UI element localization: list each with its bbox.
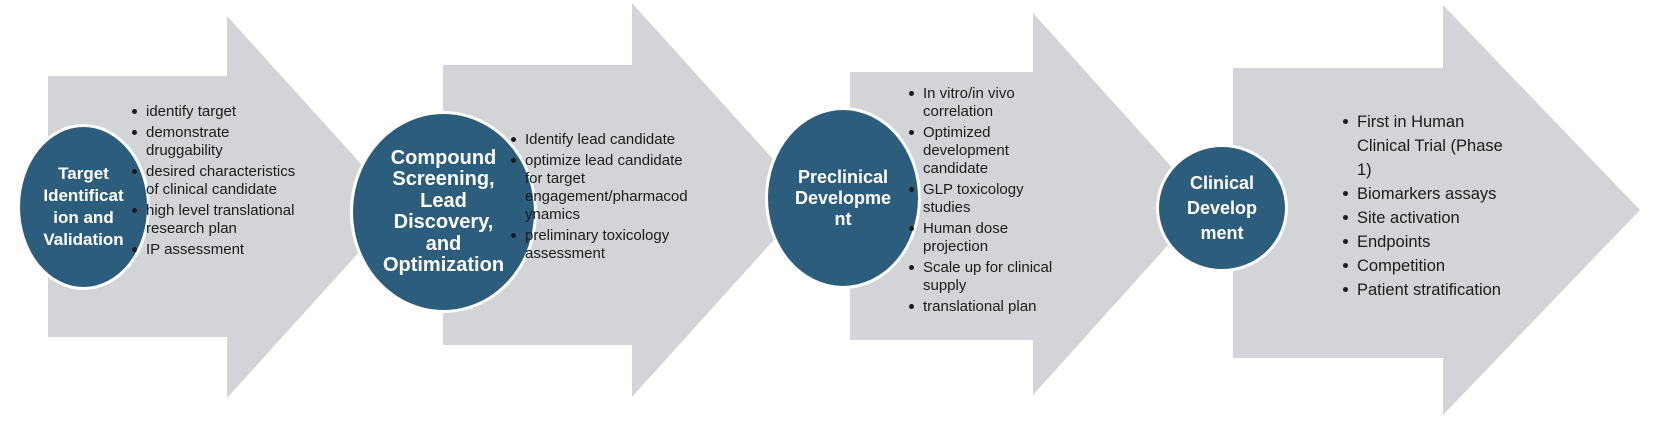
bullet-item: Endpoints — [1342, 230, 1522, 254]
stage-4-title: Clinical Develop ment — [1186, 172, 1258, 243]
stage-3-title: Preclinical Developme nt — [794, 166, 892, 229]
stage-4-bullets: First in Human Clinical Trial (Phase 1)B… — [1342, 110, 1522, 302]
bullet-item: Human dose projection — [908, 220, 1068, 256]
bullet-item: First in Human Clinical Trial (Phase 1) — [1342, 110, 1522, 182]
bullet-item: Patient stratification — [1342, 278, 1522, 302]
bullet-item: Optimized development candidate — [908, 124, 1068, 178]
bullet-item: In vitro/in vivo correlation — [908, 85, 1068, 121]
bullet-item: GLP toxicology studies — [908, 181, 1068, 217]
stage-3-circle: Preclinical Developme nt — [765, 107, 921, 289]
bullet-item: Site activation — [1342, 206, 1522, 230]
bullet-item: preliminary toxicology assessment — [510, 227, 695, 263]
bullet-item: demonstrate druggability — [131, 124, 303, 160]
bullet-item: Competition — [1342, 254, 1522, 278]
stage-1-circle: Target Identificat ion and Validation — [17, 124, 150, 290]
bullet-item: high level translational research plan — [131, 202, 303, 238]
bullet-item: optimize lead candidate for target engag… — [510, 152, 695, 224]
bullet-item: Scale up for clinical supply — [908, 259, 1068, 295]
bullet-item: IP assessment — [131, 241, 303, 259]
stage-4-circle: Clinical Develop ment — [1156, 144, 1288, 272]
bullet-item: translational plan — [908, 298, 1068, 316]
stage-2-title: Compound Screening, Lead Discovery, and … — [382, 146, 505, 276]
stage-2-circle: Compound Screening, Lead Discovery, and … — [350, 111, 537, 313]
bullet-item: identify target — [131, 103, 303, 121]
bullet-item: Identify lead candidate — [510, 131, 695, 149]
bullet-item: Biomarkers assays — [1342, 182, 1522, 206]
stage-2-bullets: Identify lead candidate optimize lead can… — [510, 131, 695, 266]
bullet-item: desired characteristics of clinical cand… — [131, 163, 303, 199]
stage-1-title: Target Identificat ion and Validation — [43, 164, 124, 249]
